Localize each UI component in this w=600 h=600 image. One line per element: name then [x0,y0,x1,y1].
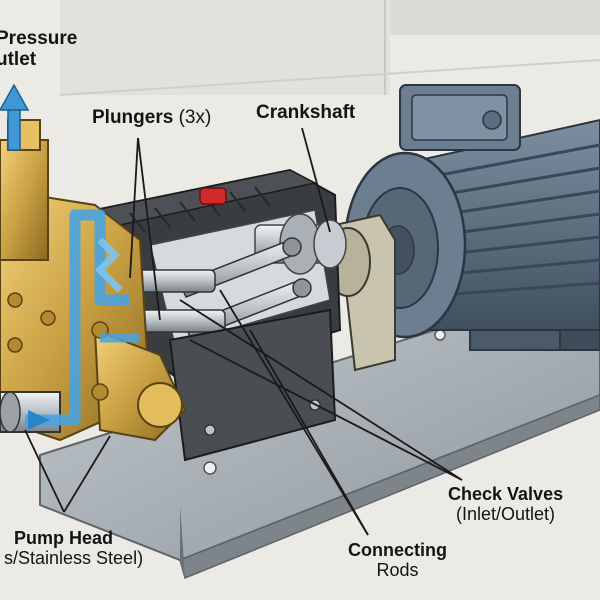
callout-lines [24,127,463,536]
connecting-rods-line2: Rods [376,560,419,581]
pump-head-label: Pump Head s/Stainless Steel) [4,528,143,568]
water-flow [0,83,140,430]
check-valves-title: Check Valves [448,484,564,504]
pump-head-note: s/Stainless Steel) [4,548,144,569]
connecting-rods-label: Connecting Rods [348,540,447,580]
plungers-label: Plungers (3x) [92,107,211,128]
pump-head-title: Pump Head [14,528,114,548]
pressure-outlet-line2: utlet [0,49,37,71]
plungers-title: Plungers [92,107,174,128]
check-valves-note: (Inlet/Outlet) [456,504,556,525]
plungers-note: (3x) [178,107,212,128]
connecting-rods-line1: Connecting [348,540,447,560]
crankcase [92,168,347,462]
pressure-outlet-label: Pressure utlet [0,28,77,71]
crankshaft-label: Crankshaft [256,102,356,123]
pressure-outlet-line1: Pressure [0,28,78,49]
check-valves-label: Check Valves (Inlet/Outlet) [448,484,563,524]
